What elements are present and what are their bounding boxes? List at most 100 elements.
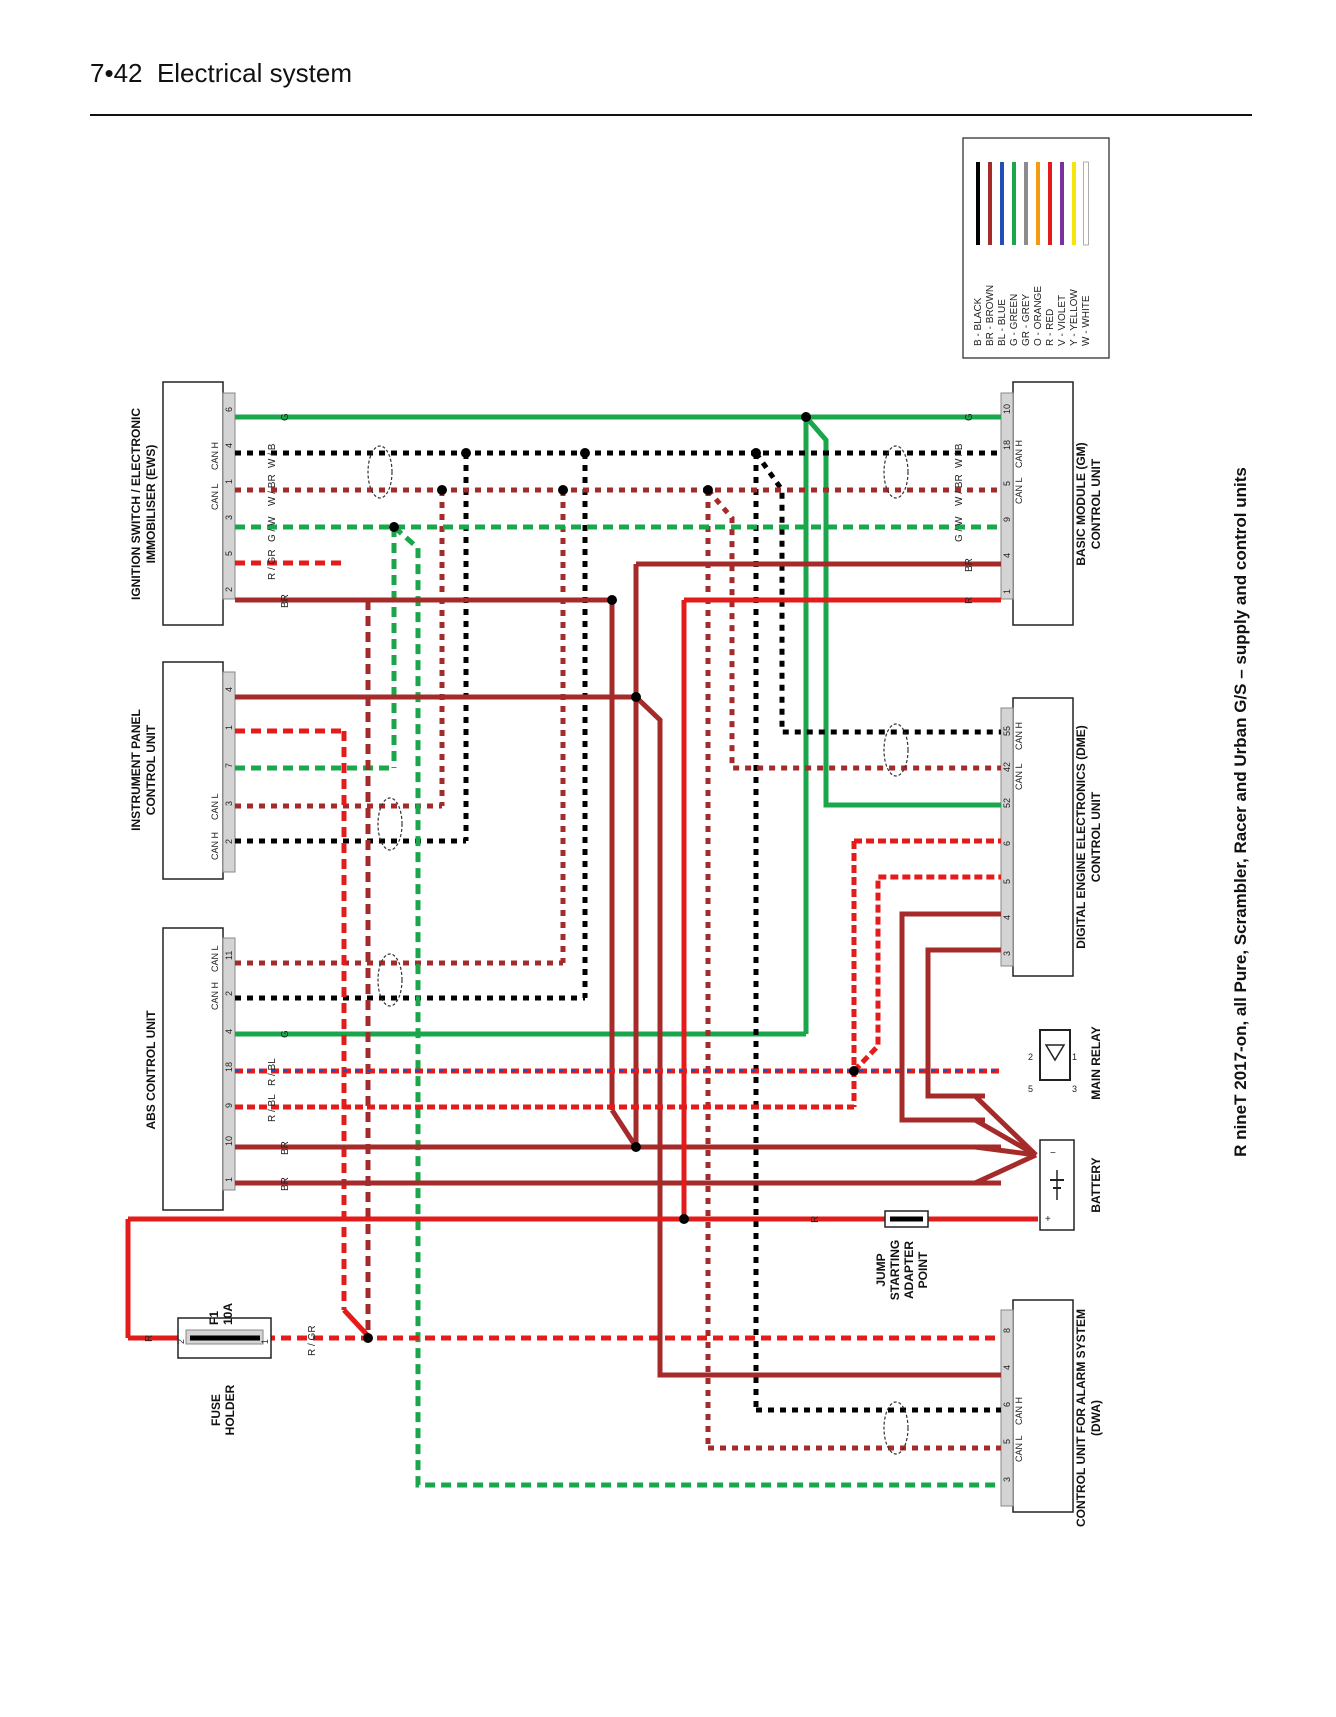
section-title: Electrical system	[156, 58, 352, 88]
ews-label-br: BR	[280, 594, 291, 608]
dwa-block: CONTROL UNIT FOR ALARM SYSTEM (DWA) 8 4 …	[1000, 1299, 1103, 1527]
gm-block: BASIC MODULE (GM) CONTROL UNIT 10 18 5 9…	[1000, 381, 1103, 626]
relay-pin-1: 1	[1072, 1052, 1077, 1062]
jump-line-3: ADAPTER	[902, 1241, 916, 1299]
page-header: 7•42 Electrical system	[90, 58, 352, 89]
instrument-title-1: INSTRUMENT PANEL	[129, 709, 143, 831]
ews-label-rgr: R / GR	[267, 549, 278, 580]
side-caption: R nineT 2017-on, all Pure, Scrambler, Ra…	[1231, 467, 1250, 1157]
legend-swatch-outline	[1083, 161, 1089, 246]
legend-label: BR - BROWN	[985, 285, 996, 346]
jump-line-4: POINT	[916, 1251, 930, 1288]
battery: BATTERY + −	[1039, 1139, 1103, 1231]
abs-title: ABS CONTROL UNIT	[144, 1010, 158, 1130]
instrument-pin-4: 4	[224, 687, 234, 692]
gm-pin-5: 5	[1002, 481, 1012, 486]
dme-block: DIGITAL ENGINE ELECTRONICS (DME) CONTROL…	[1000, 697, 1103, 977]
fuse-title-1: FUSE	[209, 1394, 223, 1426]
gm-label-gw: G / W	[954, 516, 965, 542]
gm-pin-4: 4	[1002, 553, 1012, 558]
dwa-pin-6: 6	[1002, 1402, 1012, 1407]
dwa-pin-4: 4	[1002, 1365, 1012, 1370]
legend-label: W - WHITE	[1081, 295, 1092, 346]
fuse-title-2: HOLDER	[223, 1384, 237, 1435]
dme-pin-6: 6	[1002, 841, 1012, 846]
abs-pin-1: 1	[224, 1177, 234, 1182]
gm-label-r: R	[964, 597, 975, 604]
relay-pin-3: 3	[1072, 1084, 1077, 1094]
ews-can-h: CAN H	[210, 442, 220, 470]
instrument-pin-7: 7	[224, 763, 234, 768]
ews-pin-6: 6	[224, 407, 234, 412]
ews-title-2: IMMOBILISER (EWS)	[144, 445, 158, 564]
gm-pin-1: 1	[1002, 589, 1012, 594]
legend-label: G - GREEN	[1009, 294, 1020, 346]
dme-pin-55: 55	[1002, 726, 1012, 736]
gm-title-1: BASIC MODULE (GM)	[1074, 442, 1088, 565]
legend-label: GR - GREY	[1021, 293, 1032, 346]
dme-pin-5: 5	[1002, 879, 1012, 884]
legend-label: BL - BLUE	[997, 299, 1008, 346]
abs-label-br-1: BR	[280, 1177, 291, 1191]
abs-block: ABS CONTROL UNIT 11 2 4 18 9 10 1 CAN H …	[144, 927, 236, 1211]
fuse-label-r: R	[144, 1335, 155, 1342]
ews-pin-3: 3	[224, 515, 234, 520]
instrument-can-h: CAN H	[210, 832, 220, 860]
gm-pin-9: 9	[1002, 517, 1012, 522]
header-rule	[90, 114, 1252, 116]
abs-can-h: CAN H	[210, 982, 220, 1010]
gm-pin-10: 10	[1002, 404, 1012, 414]
fuse-pin-2: 2	[176, 1339, 186, 1344]
abs-label-rbl-18: R / BL	[267, 1058, 278, 1086]
page-number: 7•42	[90, 58, 143, 88]
dme-title-1: DIGITAL ENGINE ELECTRONICS (DME)	[1074, 725, 1088, 949]
ews-pin-2: 2	[224, 587, 234, 592]
fuse-rating: 10A	[221, 1303, 235, 1325]
battery-plus: +	[1045, 1214, 1051, 1225]
relay-pin-5: 5	[1028, 1084, 1033, 1094]
jump-start-point: JUMP STARTING ADAPTER POINT	[874, 1210, 930, 1300]
gm-label-br: BR	[964, 558, 975, 572]
abs-label-rbl-9: R / BL	[267, 1094, 278, 1122]
battery-minus: −	[1050, 1148, 1056, 1159]
ews-label-wbr: W / BR	[267, 474, 278, 506]
dwa-title-1: CONTROL UNIT FOR ALARM SYSTEM	[1074, 1309, 1088, 1527]
abs-can-l: CAN L	[210, 945, 220, 972]
abs-pin-2: 2	[224, 991, 234, 996]
instrument-pin-3: 3	[224, 801, 234, 806]
instrument-can-l: CAN L	[210, 793, 220, 820]
abs-label-br-10: BR	[280, 1141, 291, 1155]
battery-title: BATTERY	[1089, 1157, 1103, 1212]
legend-label: Y - YELLOW	[1069, 289, 1080, 346]
ews-can-l: CAN L	[210, 483, 220, 510]
abs-pin-4: 4	[224, 1029, 234, 1034]
ews-pin-4: 4	[224, 443, 234, 448]
gm-pin-18: 18	[1002, 440, 1012, 450]
ews-label-g: G	[280, 413, 291, 421]
fuse-holder: F1 10A 2 1 FUSE HOLDER	[176, 1303, 272, 1435]
instrument-title-2: CONTROL UNIT	[144, 724, 158, 815]
gm-label-wb: W / B	[954, 443, 965, 468]
dme-pin-52: 52	[1002, 798, 1012, 808]
ews-pin-5: 5	[224, 551, 234, 556]
dme-pin-4: 4	[1002, 915, 1012, 920]
instrument-pin-2: 2	[224, 839, 234, 844]
jump-line-1: JUMP	[874, 1253, 888, 1286]
relay-title: MAIN RELAY	[1089, 1026, 1103, 1100]
instrument-pin-1: 1	[224, 725, 234, 730]
legend-label: B - BLACK	[973, 297, 984, 346]
abs-pin-11: 11	[224, 951, 234, 960]
fuse-label-rgr: R / GR	[307, 1325, 318, 1356]
abs-pin-9: 9	[224, 1103, 234, 1108]
main-relay: MAIN RELAY 2 5 1 3	[1028, 1026, 1103, 1100]
abs-label-g: G	[280, 1030, 291, 1038]
ews-title-1: IGNITION SWITCH / ELECTRONIC	[129, 408, 143, 600]
dme-title-2: CONTROL UNIT	[1089, 791, 1103, 882]
gm-label-g: G	[964, 413, 975, 421]
ews-label-wb: W / B	[267, 443, 278, 468]
abs-pin-10: 10	[224, 1136, 234, 1146]
jump-line-2: STARTING	[888, 1240, 902, 1300]
ews-block: IGNITION SWITCH / ELECTRONIC IMMOBILISER…	[129, 381, 236, 626]
dwa-pin-5: 5	[1002, 1439, 1012, 1444]
